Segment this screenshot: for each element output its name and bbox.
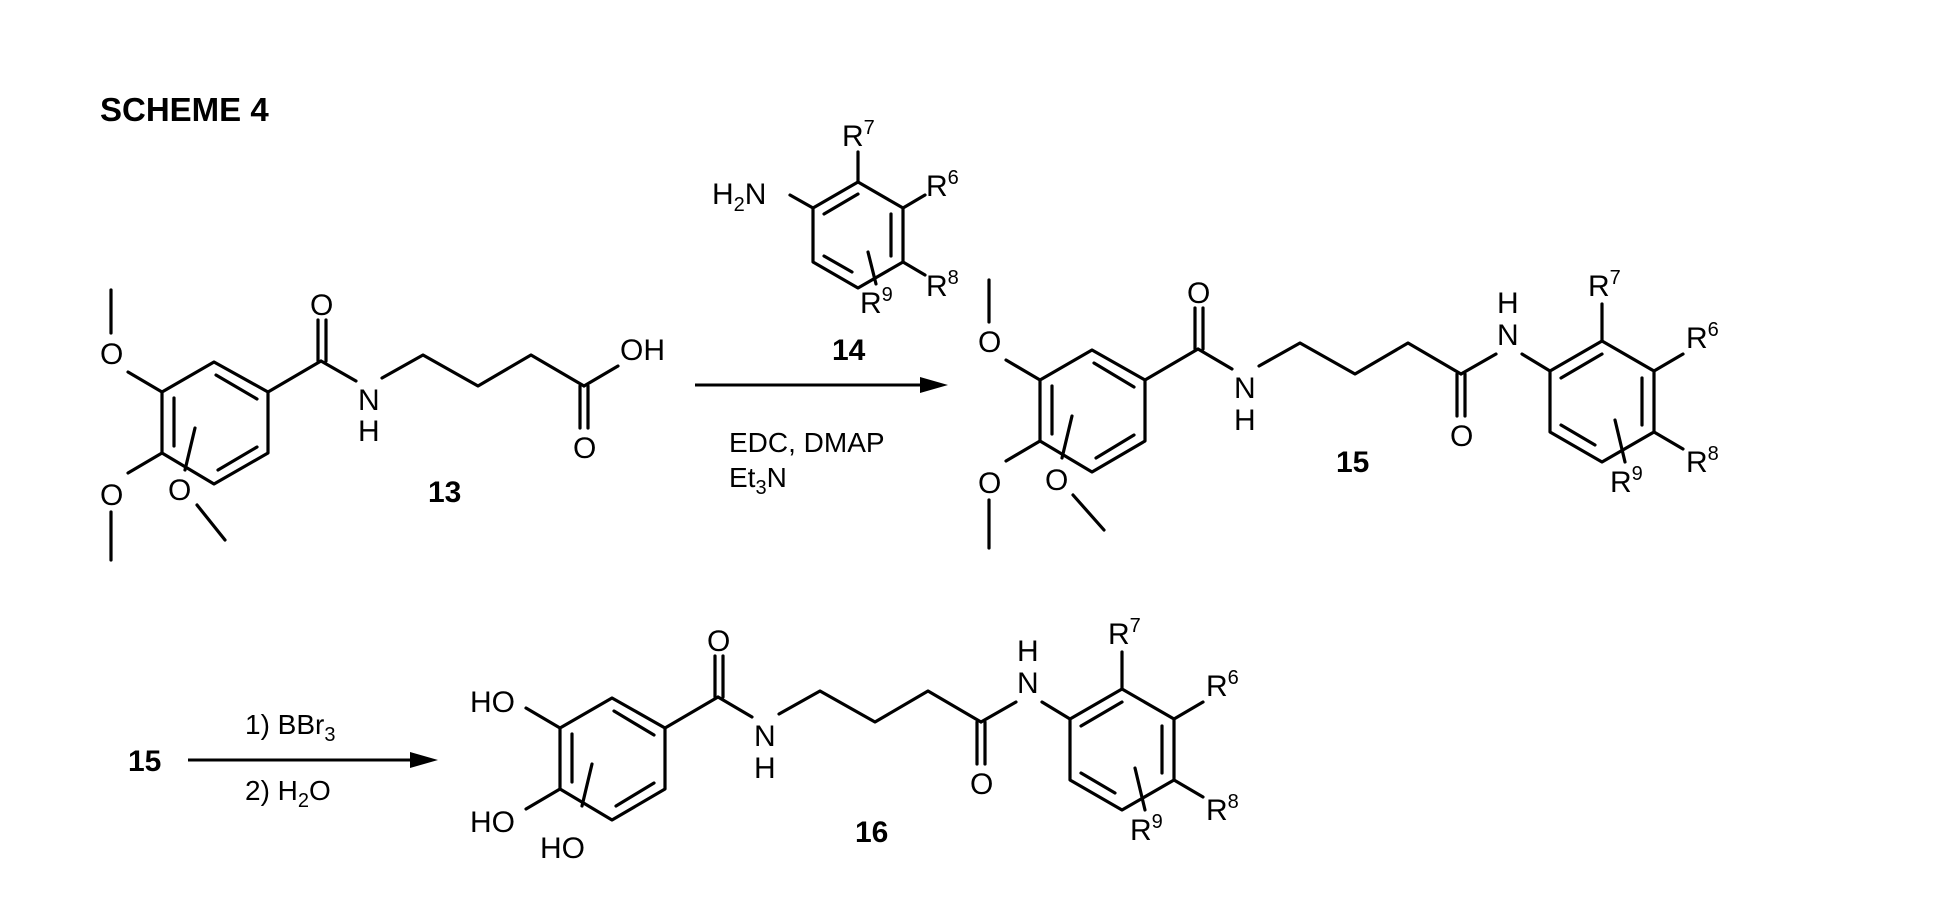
atom-hydroxy-1: HO bbox=[470, 686, 515, 719]
atom-amine: H2N bbox=[712, 178, 766, 216]
atom-methoxy-oxygen-2: O bbox=[100, 479, 123, 512]
scheme-title: SCHEME 4 bbox=[100, 91, 269, 128]
start-label-15: 15 bbox=[128, 745, 161, 778]
compound-14: H2N R7 R6 R8 R9 bbox=[712, 117, 959, 320]
substituent-r7: R7 bbox=[1588, 267, 1621, 303]
atom-acid-oxygen: O bbox=[573, 432, 596, 465]
atom-amide-oxygen: O bbox=[1187, 277, 1210, 310]
substituent-r9: R9 bbox=[860, 284, 893, 320]
atom-methoxy-oxygen-1: O bbox=[978, 326, 1001, 359]
substituent-r9: R9 bbox=[1610, 463, 1643, 499]
reaction-conditions-line-2: Et3N bbox=[729, 462, 787, 499]
substituent-r6: R6 bbox=[1206, 667, 1239, 703]
atom-amide-oxygen: O bbox=[310, 289, 333, 322]
atom-amide-nitrogen: N bbox=[358, 384, 380, 417]
atom-amide-nitrogen: N bbox=[754, 720, 776, 753]
atom-anilide-nitrogen: N bbox=[1017, 667, 1039, 700]
atom-methoxy-oxygen-3: O bbox=[1045, 464, 1068, 497]
atom-amide-hydrogen: H bbox=[358, 415, 380, 448]
atom-hydroxy-2: HO bbox=[470, 806, 515, 839]
compound-13: O N H OH O O O O 13 bbox=[100, 288, 665, 562]
compound-label-13: 13 bbox=[428, 476, 461, 509]
atom-anilide-hydrogen: H bbox=[1497, 287, 1519, 320]
atom-amide-hydrogen: H bbox=[754, 752, 776, 785]
compound-15: O N H O N H R7 R6 R8 R9 O O bbox=[978, 267, 1719, 550]
atom-amide-nitrogen: N bbox=[1234, 372, 1256, 405]
substituent-r7: R7 bbox=[1108, 615, 1141, 651]
atom-anilide-oxygen: O bbox=[970, 768, 993, 801]
reaction-conditions-line-1: EDC, DMAP bbox=[729, 427, 885, 458]
substituent-r8: R8 bbox=[1686, 443, 1719, 479]
substituent-r9: R9 bbox=[1130, 811, 1163, 847]
substituent-r6: R6 bbox=[1686, 319, 1719, 355]
substituent-r7: R7 bbox=[842, 117, 875, 153]
compound-label-16: 16 bbox=[855, 816, 888, 849]
reaction-step-2: 2) H2O bbox=[245, 775, 331, 812]
atom-anilide-oxygen: O bbox=[1450, 420, 1473, 453]
atom-methoxy-oxygen-1: O bbox=[100, 338, 123, 371]
atom-anilide-hydrogen: H bbox=[1017, 635, 1039, 668]
atom-amide-hydrogen: H bbox=[1234, 404, 1256, 437]
substituent-r6: R6 bbox=[926, 167, 959, 203]
atom-methoxy-oxygen-2: O bbox=[978, 467, 1001, 500]
atom-methoxy-oxygen-3: O bbox=[168, 474, 191, 507]
substituent-r8: R8 bbox=[926, 267, 959, 303]
atom-acid-hydroxyl: OH bbox=[620, 334, 665, 367]
reaction-arrow-1: 14 EDC, DMAP Et3N bbox=[695, 334, 948, 499]
reaction-step-1: 1) BBr3 bbox=[245, 709, 335, 746]
substituent-r8: R8 bbox=[1206, 791, 1239, 827]
atom-amide-oxygen: O bbox=[707, 625, 730, 658]
atom-anilide-nitrogen: N bbox=[1497, 319, 1519, 352]
compound-label-15: 15 bbox=[1336, 446, 1369, 479]
reagent-label-14: 14 bbox=[832, 334, 866, 367]
reaction-arrow-2: 15 1) BBr3 2) H2O bbox=[128, 709, 438, 812]
atom-hydroxy-3: HO bbox=[540, 832, 585, 865]
compound-16: O N H O N H R7 R6 R8 R9 HO HO bbox=[470, 615, 1239, 865]
